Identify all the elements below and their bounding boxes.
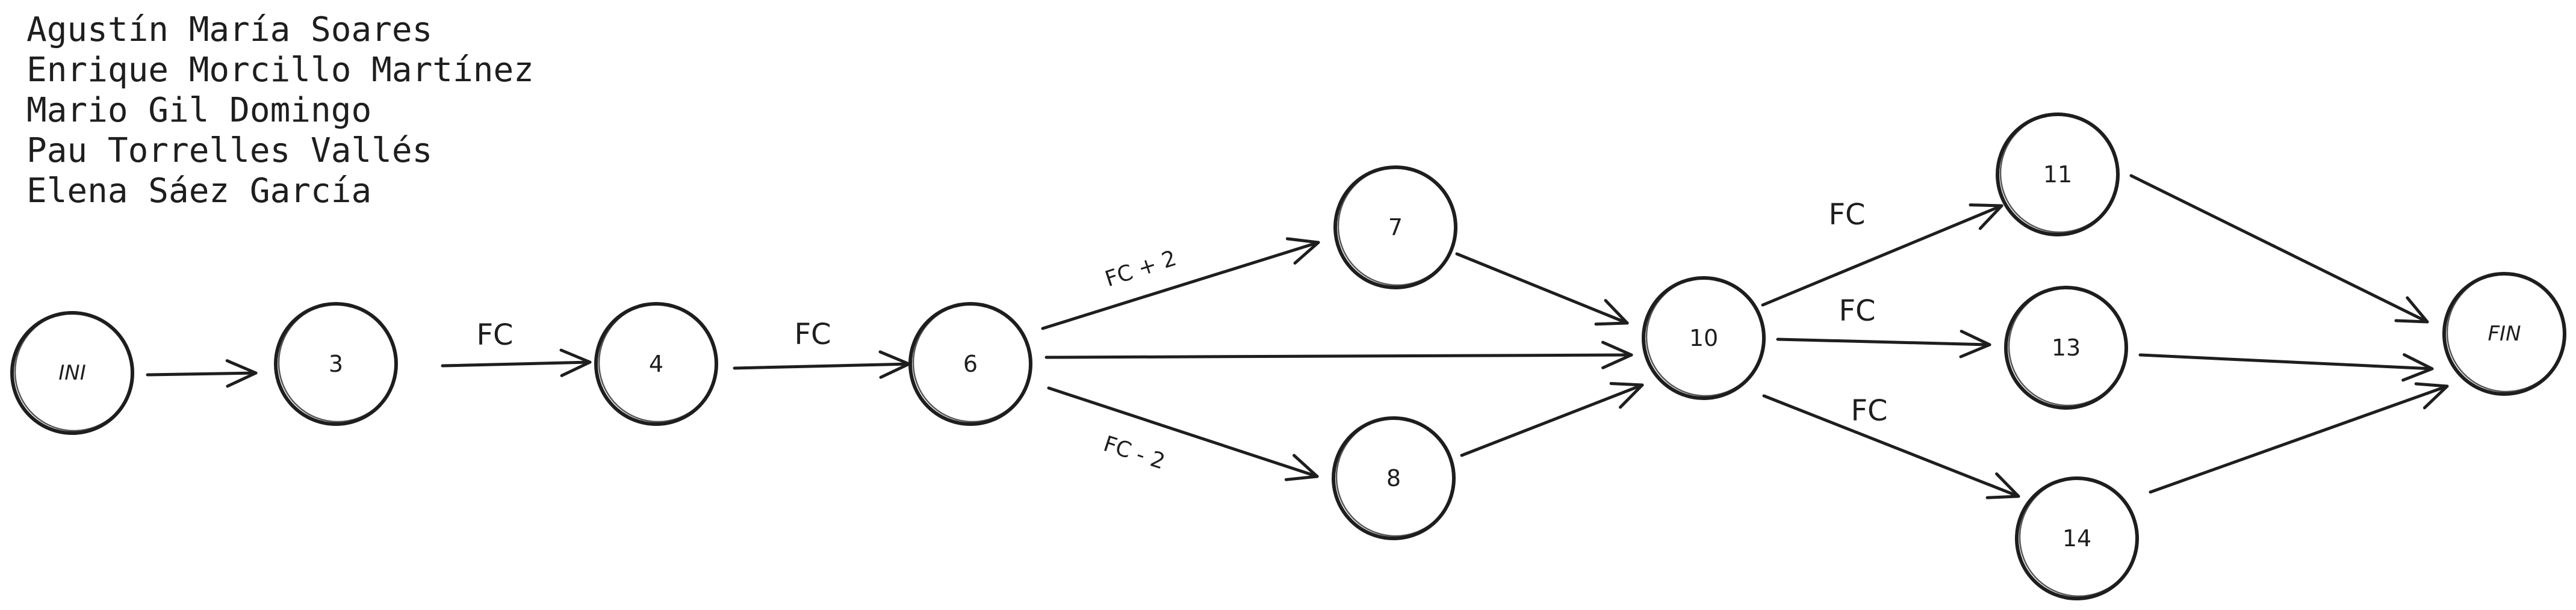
arrowhead-icon [1285, 237, 1320, 265]
node-4: 4 [594, 302, 718, 426]
arrowhead-icon [1609, 382, 1644, 409]
edge-4-to-6: FC [733, 318, 911, 379]
node-circle-sketch [912, 303, 1032, 423]
edge-label: FC [794, 318, 831, 351]
edge-7-to-10 [1455, 252, 1629, 326]
node-label: 4 [649, 351, 663, 377]
node-label: 14 [2062, 525, 2091, 552]
author-list: Agustín María Soares Enrique Morcillo Ma… [26, 10, 534, 211]
edge-8-to-10 [1460, 382, 1644, 457]
arrowhead-icon [2401, 353, 2434, 382]
edge-line [1762, 394, 2020, 498]
node-label: 11 [2043, 161, 2072, 188]
node-circle-sketch [1999, 113, 2120, 233]
node-label: INI [58, 361, 86, 385]
arrowhead-icon [1284, 454, 1319, 481]
edge-label: FC [1839, 294, 1875, 328]
edge-14-to-fin [2149, 382, 2449, 494]
node-label: 7 [1388, 214, 1403, 241]
edge-line [1047, 386, 1319, 478]
arrowhead-icon [559, 348, 592, 377]
arrowhead-icon [1969, 203, 2003, 230]
node-circle-sketch [14, 312, 134, 432]
edges-layer: FC FC FC + 2 FC - 2 FC FC FC [146, 174, 2449, 499]
author-name: Enrique Morcillo Martínez [26, 51, 534, 90]
node-label: 10 [1689, 325, 1718, 351]
node-7: 7 [1333, 165, 1457, 289]
node-13: 13 [2004, 286, 2128, 410]
edge-line [1460, 383, 1644, 457]
edge-label: FC [1828, 198, 1865, 232]
node-label: 8 [1386, 465, 1401, 491]
edge-6-to-8: FC - 2 [1047, 386, 1319, 481]
edge-6-to-10 [1044, 340, 1633, 369]
edge-ini-to-3 [146, 359, 258, 388]
edge-line [146, 371, 258, 377]
node-8: 8 [1332, 416, 1456, 540]
arrowhead-icon [1594, 299, 1629, 326]
node-circle-sketch [2446, 273, 2566, 393]
node-circle-sketch [598, 303, 718, 423]
edge-label: FC - 2 [1100, 431, 1168, 474]
author-name: Elena Sáez García [26, 171, 372, 211]
edge-10-to-13: FC [1776, 294, 1991, 359]
arrowhead-icon [2394, 296, 2429, 324]
edge-line [2129, 174, 2429, 324]
node-3: 3 [274, 302, 398, 426]
edge-10-to-11: FC [1761, 198, 2003, 307]
node-circle-sketch [1645, 277, 1766, 397]
node-circle-sketch [1337, 166, 1457, 286]
author-name: Pau Torrelles Vallés [26, 131, 433, 170]
edge-line [1776, 337, 1991, 347]
node-circle-sketch [278, 303, 398, 423]
edge-line [2138, 353, 2434, 371]
node-10: 10 [1642, 276, 1766, 400]
edge-label: FC [476, 318, 513, 352]
edge-13-to-fin [2138, 353, 2434, 382]
arrowhead-icon [1959, 330, 1991, 359]
node-label: 3 [329, 351, 343, 377]
arrowhead-icon [225, 359, 258, 388]
edge-label: FC + 2 [1102, 246, 1180, 292]
node-label: 13 [2052, 334, 2081, 361]
node-label: FIN [2488, 322, 2521, 346]
edge-line [2149, 384, 2449, 494]
edge-line [1044, 353, 1633, 359]
node-14: 14 [2015, 476, 2139, 600]
edge-11-to-fin [2129, 174, 2429, 324]
edge-line [1761, 204, 2003, 307]
arrowhead-icon [1601, 340, 1633, 369]
node-11: 11 [1996, 112, 2120, 236]
author-name: Mario Gil Domingo [26, 91, 372, 130]
node-circle-sketch [2008, 286, 2128, 407]
author-name: Agustín María Soares [26, 10, 433, 49]
edge-line [733, 362, 911, 370]
edge-3-to-4: FC [441, 318, 592, 377]
nodes-layer: INI 3 4 6 7 8 10 11 13 14 FIN [10, 112, 2566, 600]
node-circle-sketch [2019, 477, 2139, 597]
node-ini: INI [10, 311, 134, 435]
node-6: 6 [908, 302, 1032, 426]
node-label: 6 [963, 351, 978, 377]
node-circle-sketch [1335, 417, 1456, 537]
arrowhead-icon [1985, 472, 2020, 499]
edge-label: FC [1851, 394, 1887, 428]
edge-line [441, 360, 592, 368]
edge-6-to-7: FC + 2 [1041, 237, 1320, 330]
edge-line [1041, 241, 1320, 330]
node-fin: FIN [2442, 272, 2566, 396]
edge-line [1455, 252, 1629, 325]
edge-10-to-14: FC [1762, 394, 2020, 499]
arrowhead-icon [2414, 382, 2449, 410]
